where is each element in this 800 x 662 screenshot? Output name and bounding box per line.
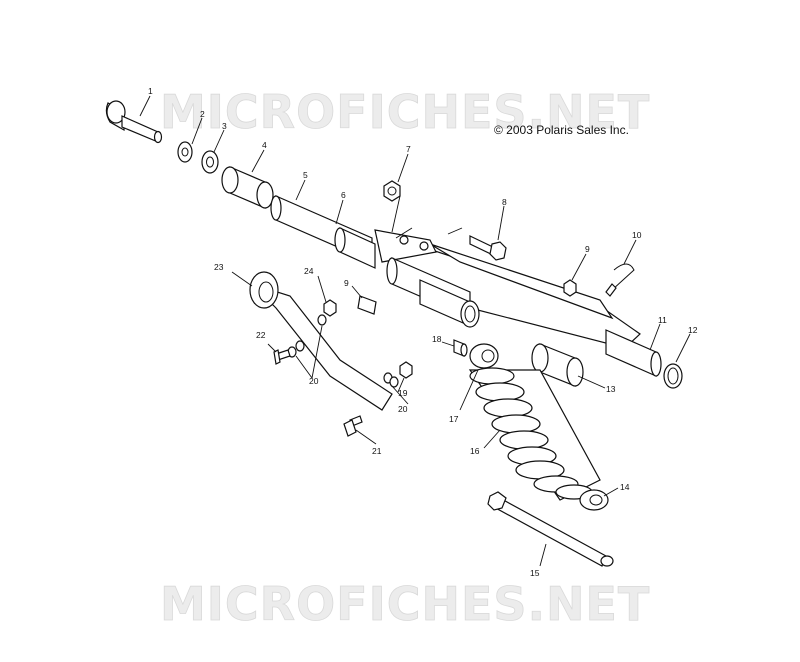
part-1-bolt bbox=[105, 100, 163, 144]
part-20-washers-right bbox=[383, 361, 413, 388]
swing-arm bbox=[374, 229, 662, 377]
leader-lines bbox=[139, 95, 691, 567]
callout-11: 11 bbox=[658, 315, 667, 325]
callout-6: 6 bbox=[341, 190, 346, 200]
part-7-nut bbox=[383, 180, 401, 202]
part-9-fitting-upper bbox=[563, 279, 577, 297]
callout-19: 19 bbox=[398, 388, 408, 398]
part-15-bolt bbox=[487, 491, 614, 567]
callout-23: 23 bbox=[214, 262, 224, 272]
part-14-shock-eye bbox=[579, 489, 609, 511]
part-17-shock-mount bbox=[469, 343, 499, 369]
callout-10: 10 bbox=[632, 230, 642, 240]
callout-8: 8 bbox=[502, 197, 507, 207]
callout-20-left: 20 bbox=[309, 376, 319, 386]
callout-21: 21 bbox=[372, 446, 382, 456]
part-12-ring bbox=[663, 363, 683, 389]
callout-12: 12 bbox=[688, 325, 698, 335]
watermark-top: MICROFICHES.NET bbox=[160, 85, 650, 139]
part-24-nut bbox=[323, 299, 337, 317]
copyright-notice: © 2003 Polaris Sales Inc. bbox=[494, 123, 629, 137]
callout-17: 17 bbox=[449, 414, 459, 424]
callout-18: 18 bbox=[432, 334, 442, 344]
callouts: 1 2 3 4 5 6 7 8 9 10 11 12 13 14 15 16 1… bbox=[148, 86, 698, 578]
callout-9-lower: 9 bbox=[344, 278, 349, 288]
callout-16: 16 bbox=[470, 446, 480, 456]
part-21-bolt bbox=[343, 415, 363, 437]
callout-2: 2 bbox=[200, 109, 205, 119]
part-3-washer bbox=[201, 150, 219, 174]
part-18-bushing bbox=[453, 339, 468, 357]
callout-24: 24 bbox=[304, 266, 314, 276]
callout-9-upper: 9 bbox=[585, 244, 590, 254]
part-16-shock-spring bbox=[468, 367, 601, 501]
part-2-washer bbox=[177, 141, 193, 163]
callout-13: 13 bbox=[606, 384, 616, 394]
callout-22: 22 bbox=[256, 330, 266, 340]
callout-14: 14 bbox=[620, 482, 630, 492]
callout-1: 1 bbox=[148, 86, 153, 96]
part-23-link-arm bbox=[249, 271, 393, 411]
part-9-fitting-lower bbox=[357, 295, 377, 315]
callout-15: 15 bbox=[530, 568, 540, 578]
callout-3: 3 bbox=[222, 121, 227, 131]
part-10-pin bbox=[605, 263, 635, 297]
callout-4: 4 bbox=[262, 140, 267, 150]
callout-5: 5 bbox=[303, 170, 308, 180]
part-5-6-tube bbox=[270, 195, 376, 269]
part-13-bushing bbox=[531, 343, 584, 387]
part-22-bolt bbox=[273, 349, 291, 365]
callout-20-right: 20 bbox=[398, 404, 408, 414]
watermark-bottom: MICROFICHES.NET bbox=[160, 577, 650, 631]
callout-7: 7 bbox=[406, 144, 411, 154]
part-8-bolt bbox=[469, 235, 507, 261]
part-4-bushing bbox=[221, 166, 274, 209]
